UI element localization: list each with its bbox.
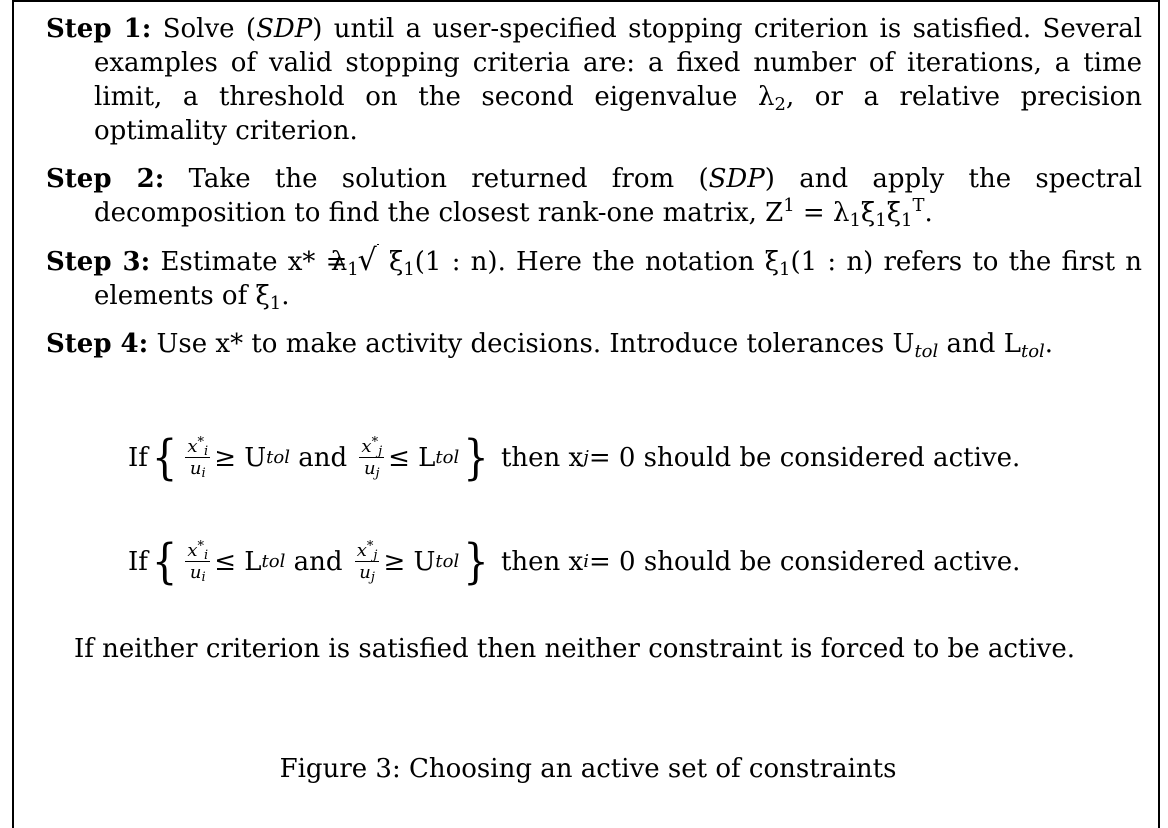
step-2-text-c: = λ <box>794 198 850 228</box>
cond-1-then: then x <box>500 443 584 473</box>
xi-sub: 1 <box>403 259 415 280</box>
lambda-subscript: 2 <box>774 94 786 115</box>
left-brace: { <box>151 534 178 590</box>
neither-statement: If neither criterion is satisfied then n… <box>74 634 1076 664</box>
z-superscript: 1 <box>783 195 795 216</box>
xi-sub-1: 1 <box>875 210 887 231</box>
l-tol-sub: tol <box>1020 341 1045 362</box>
xi-sub: 1 <box>779 259 791 280</box>
step-4-text-a: Use x* to make activity decisions. Intro… <box>156 329 915 359</box>
step-2-text-f: . <box>924 198 933 228</box>
step-1-text-c: , or a relative precision optimality cri… <box>94 82 1142 146</box>
sdp-ref: SDP <box>708 164 765 194</box>
xi-1: ξ <box>860 198 876 228</box>
step-3-text-e: . <box>281 281 290 311</box>
left-brace: { <box>151 430 178 486</box>
cond-1-rest: = 0 should be considered active. <box>588 443 1021 473</box>
xi-sub: 1 <box>269 293 282 314</box>
cond-2-rel-1: ≤ L <box>214 547 262 577</box>
cond-2-rest: = 0 should be considered active. <box>589 547 1021 577</box>
step-2-text-a: Take the solution returned from ( <box>188 164 709 194</box>
cond-2-rel-2: ≥ U <box>383 547 436 577</box>
step-2: Step 2: Take the solution returned from … <box>46 162 1142 230</box>
sqrt-symbol: √ <box>357 243 377 278</box>
cond-1-rel-2: ≤ L <box>388 443 436 473</box>
cond-2-and: and <box>293 547 343 577</box>
step-2-label: Step 2: <box>46 164 165 194</box>
step-1-label: Step 1: <box>46 14 152 44</box>
step-1: Step 1: Solve (SDP) until a user-specifi… <box>46 12 1142 148</box>
step-2-text-b: ) and apply the spectral decomposition t… <box>94 164 1143 228</box>
sdp-ref: SDP <box>256 14 313 44</box>
cond-1-if: If <box>128 443 148 473</box>
cond-2-if: If <box>128 547 148 577</box>
cond-2-sub: i <box>583 551 589 572</box>
cond-1-rel-1: ≥ U <box>214 443 267 473</box>
cond-2-then: then x <box>500 547 584 577</box>
step-4-text-b: and L <box>938 329 1021 359</box>
step-3-text-b: ξ <box>378 247 404 277</box>
transpose-superscript: T <box>912 195 925 216</box>
step-4: Step 4: Use x* to make activity decision… <box>46 327 1142 361</box>
figure-caption: Figure 3: Choosing an active set of cons… <box>279 754 897 784</box>
cond-1-and: and <box>298 443 348 473</box>
right-brace: } <box>463 534 489 590</box>
steps-content: Step 1: Solve (SDP) until a user-specifi… <box>46 12 1142 361</box>
step-1-text-a: Solve ( <box>162 14 257 44</box>
algorithm-frame: Step 1: Solve (SDP) until a user-specifi… <box>12 0 1160 828</box>
step-1-text-b: ) until a user-specified stopping criter… <box>94 14 1143 112</box>
step-3-label: Step 3: <box>46 247 151 277</box>
right-brace: } <box>463 430 489 486</box>
cond-1-sub: j <box>583 447 589 468</box>
step-4-text-c: . <box>1044 329 1054 359</box>
step-3-text-c: (1 : n). Here the notation ξ <box>414 247 780 277</box>
xi-2: ξ <box>886 198 902 228</box>
step-3: Step 3: Estimate x* = √λ1 ξ1(1 : n). Her… <box>46 244 1142 313</box>
lambda-sub-1: 1 <box>849 210 861 231</box>
step-3-text-d: (1 : n) refers to the first n elements o… <box>94 247 1142 311</box>
u-tol-sub: tol <box>914 341 939 362</box>
xi-sub-2: 1 <box>901 210 913 231</box>
step-3-text-a: Estimate x* = <box>160 247 358 277</box>
step-4-label: Step 4: <box>46 329 149 359</box>
sqrt-body: λ1 <box>331 244 379 279</box>
